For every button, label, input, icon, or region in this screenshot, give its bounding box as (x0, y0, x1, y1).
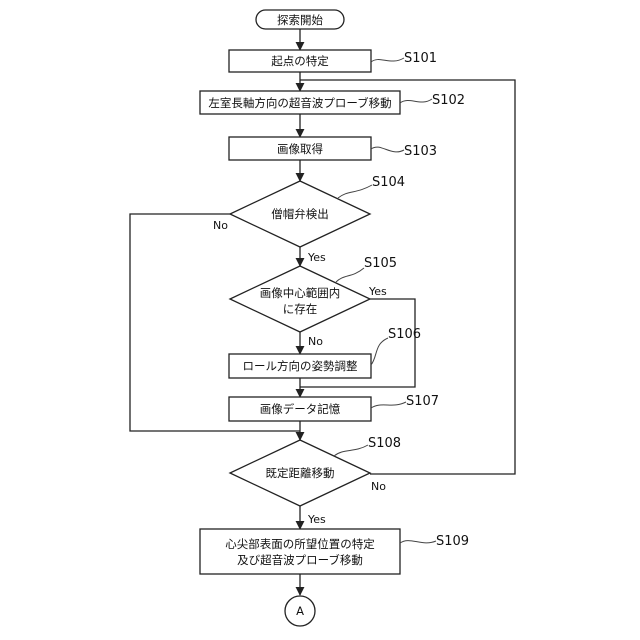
leader-s101 (371, 58, 404, 62)
connector-a-text: A (296, 604, 304, 618)
node-s107-text: 画像データ記憶 (260, 402, 341, 416)
label-s106: S106 (388, 327, 421, 342)
label-s109: S109 (436, 534, 469, 549)
leader-s106 (371, 338, 388, 365)
branch-s108-no: No (371, 480, 386, 493)
node-s104-text: 僧帽弁検出 (271, 207, 329, 221)
node-s103: 画像取得 (229, 137, 371, 160)
leader-s107 (371, 402, 406, 408)
node-s106-text: ロール方向の姿勢調整 (243, 359, 358, 373)
node-s109-text-line1: 心尖部表面の所望位置の特定 (225, 537, 375, 551)
leader-s109 (400, 541, 436, 543)
node-s109: 心尖部表面の所望位置の特定 及び超音波プローブ移動 (200, 529, 400, 574)
node-start: 探索開始 (256, 10, 344, 29)
label-s105: S105 (364, 256, 397, 271)
leader-s108 (334, 445, 368, 456)
label-s101: S101 (404, 51, 437, 66)
branch-s105-yes: Yes (368, 285, 387, 298)
label-s107: S107 (406, 394, 439, 409)
node-s101-text: 起点の特定 (271, 54, 329, 68)
label-s102: S102 (432, 93, 465, 108)
leader-s102 (400, 99, 432, 103)
node-s102: 左室長軸方向の超音波プローブ移動 (200, 91, 400, 114)
node-s106: ロール方向の姿勢調整 (229, 354, 371, 378)
node-s108-decision: 既定距離移動 (230, 440, 370, 506)
node-s102-text: 左室長軸方向の超音波プローブ移動 (208, 96, 391, 110)
branch-s105-no: No (308, 335, 323, 348)
label-s103: S103 (404, 144, 437, 159)
node-s105-text-line2: に存在 (283, 302, 318, 316)
leader-s103 (371, 147, 404, 152)
leader-s104 (338, 185, 372, 198)
node-s103-text: 画像取得 (277, 142, 323, 156)
branch-s108-yes: Yes (307, 513, 326, 526)
node-s101: 起点の特定 (229, 50, 371, 72)
node-s104-decision: 僧帽弁検出 (230, 181, 370, 247)
leader-s105 (336, 268, 364, 282)
node-s107: 画像データ記憶 (229, 397, 371, 421)
branch-s104-no: No (213, 219, 228, 232)
label-s108: S108 (368, 436, 401, 451)
label-s104: S104 (372, 175, 405, 190)
node-connector-a: A (285, 596, 315, 626)
node-start-text: 探索開始 (277, 13, 323, 27)
node-s109-text-line2: 及び超音波プローブ移動 (237, 553, 363, 567)
branch-s104-yes: Yes (307, 251, 326, 264)
node-s105-text-line1: 画像中心範囲内 (260, 286, 341, 300)
node-s108-text: 既定距離移動 (266, 466, 335, 480)
